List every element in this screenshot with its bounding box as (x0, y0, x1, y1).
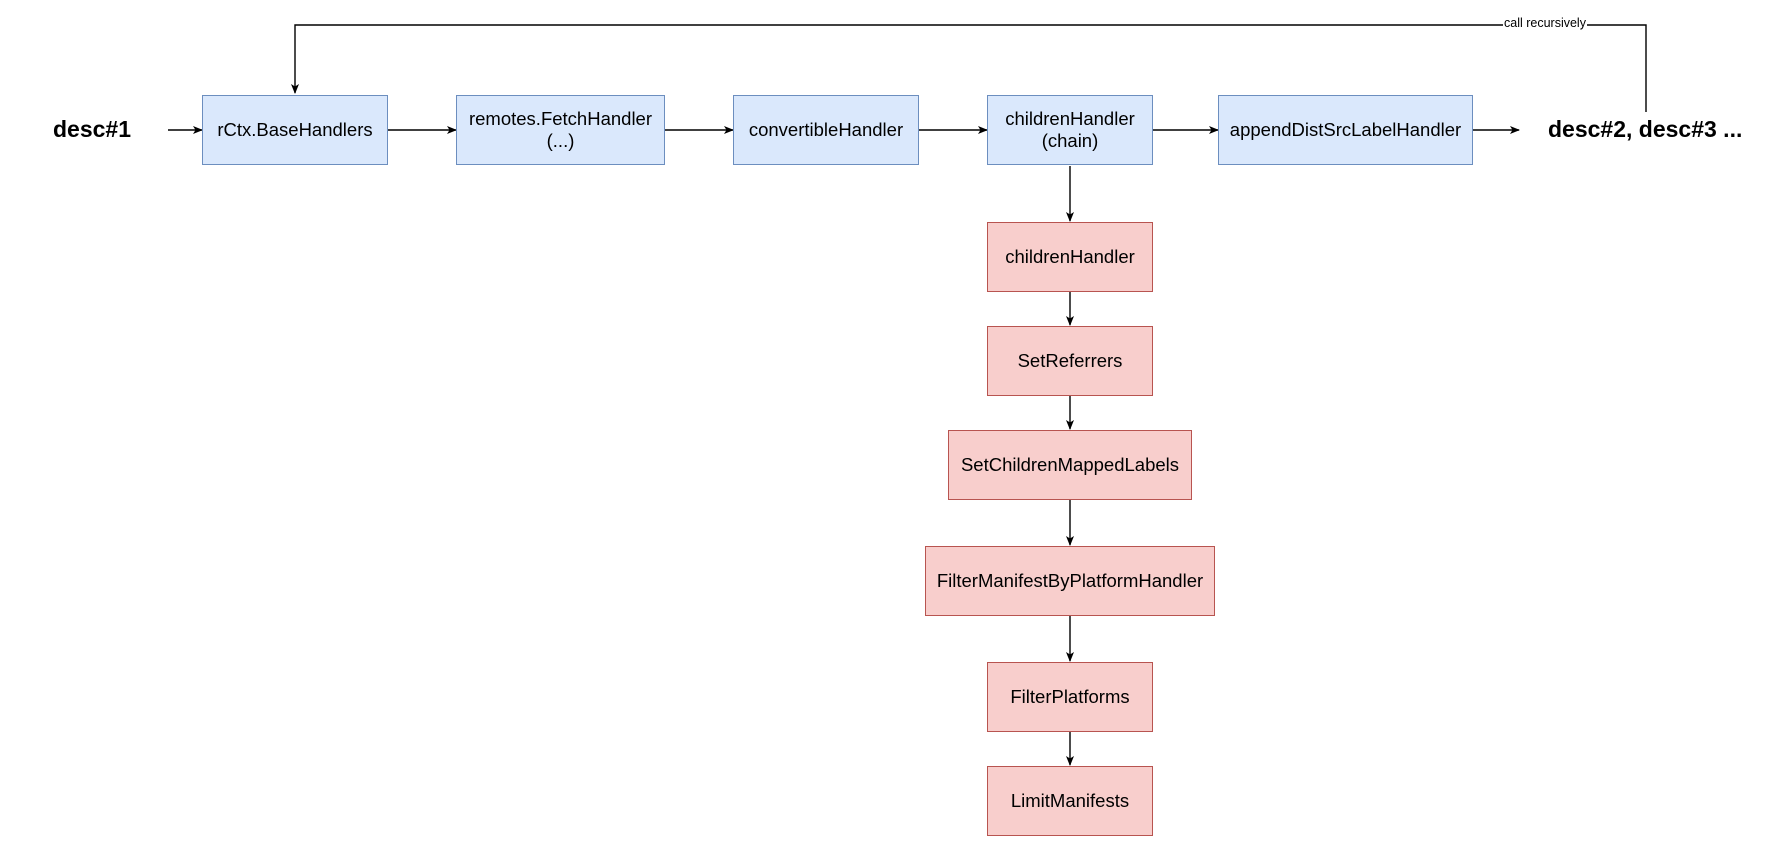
chain-node-set-referrers: SetReferrers (987, 326, 1153, 396)
node-children-handler-chain-line2: (chain) (1041, 130, 1099, 151)
node-convertible-handler: convertibleHandler (733, 95, 919, 165)
end-descriptors: desc#2, desc#3 ... (1548, 116, 1743, 142)
chain-node-limit-manifests: LimitManifests (987, 766, 1153, 836)
chain-node-filter-platforms: FilterPlatforms (987, 662, 1153, 732)
node-fetch-handler-line2: (...) (546, 130, 575, 151)
chain-node-children-handler: childrenHandler (987, 222, 1153, 292)
loop-edge-label: call recursively (1503, 16, 1587, 30)
node-fetch-handler-line1: remotes.FetchHandler (468, 108, 653, 129)
node-append-dist-src-label-line1: appendDistSrcLabelHandler (1229, 119, 1462, 140)
chain-node-set-children-mapped-labels: SetChildrenMappedLabels (948, 430, 1192, 500)
node-fetch-handler: remotes.FetchHandler (...) (456, 95, 665, 165)
node-base-handlers-line1: rCtx.BaseHandlers (217, 119, 373, 140)
node-children-handler-chain: childrenHandler (chain) (987, 95, 1153, 165)
edge-recursive-loop (291, 24, 1647, 112)
node-children-handler-chain-line1: childrenHandler (1005, 108, 1135, 129)
start-descriptor: desc#1 (53, 116, 132, 142)
node-append-dist-src-label: appendDistSrcLabelHandler (1218, 95, 1473, 165)
chain-node-filter-manifest-by-platform: FilterManifestByPlatformHandler (925, 546, 1215, 616)
node-base-handlers: rCtx.BaseHandlers (202, 95, 388, 165)
node-convertible-handler-line1: convertibleHandler (748, 119, 904, 140)
